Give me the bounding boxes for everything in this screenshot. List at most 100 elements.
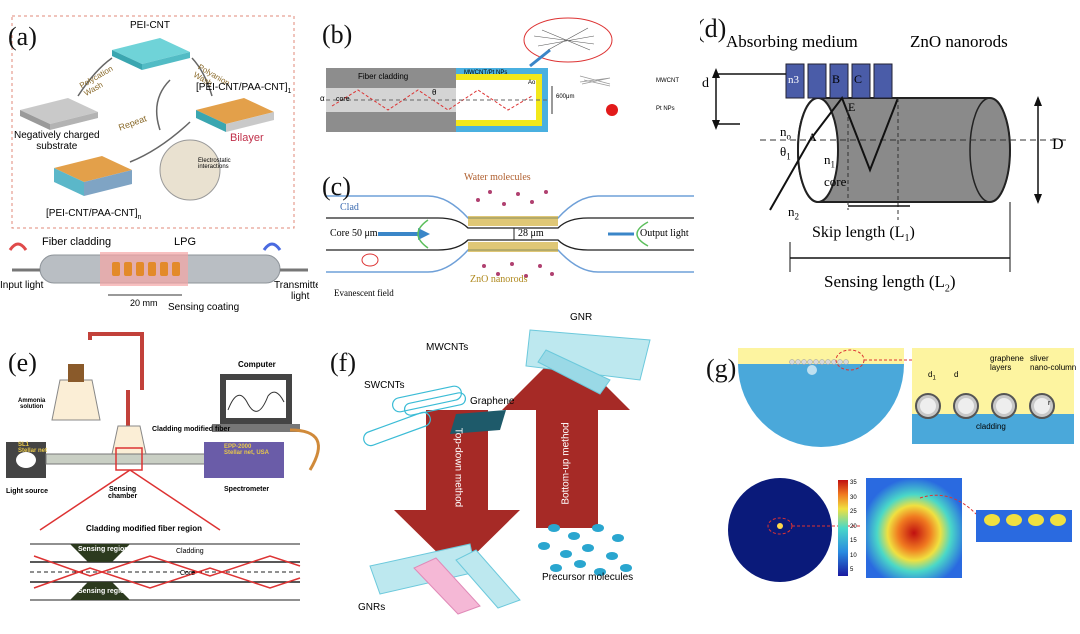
- f-gnr: GNR: [570, 312, 593, 323]
- multilayer-tile: [54, 156, 132, 182]
- fiber-cladding-label: Fiber cladding: [42, 236, 112, 248]
- f-mwcnts: MWCNTs: [426, 342, 469, 353]
- tick-15: 15: [850, 538, 857, 544]
- g-d: d: [954, 370, 959, 379]
- g-r: r: [1048, 400, 1051, 407]
- bottom-up-arrow: [502, 346, 630, 528]
- precursor-molecules: [538, 524, 632, 576]
- e-cladding: Cladding: [176, 548, 204, 555]
- water-molecules: [476, 190, 554, 278]
- c-water: Water molecules: [464, 172, 531, 183]
- swcnt-tube: [363, 411, 431, 447]
- c-clad: Clad: [340, 202, 359, 213]
- tubing: [88, 332, 144, 390]
- c-nanorods: ZnO nanorods: [470, 274, 528, 285]
- d-zno: ZnO nanorods: [910, 32, 1008, 51]
- ammonia-flask: [51, 379, 101, 421]
- panel-c-graphic: [326, 190, 694, 278]
- b-ao: Ao: [528, 80, 536, 86]
- panel-g-label: (g): [706, 354, 737, 383]
- panel-c-label: (c): [322, 172, 351, 201]
- d-point-a: A: [808, 130, 817, 144]
- f-top-down: Top-down method: [452, 427, 464, 508]
- substrate-label: Negatively charged substrate: [14, 130, 100, 152]
- clad-bottom: [326, 249, 694, 273]
- panel-f-graphic: [363, 329, 651, 615]
- d-n3: n3: [788, 74, 799, 86]
- f-precursor: Precursor molecules: [542, 572, 634, 583]
- e-ammonia: Ammonia solution: [18, 398, 46, 410]
- d-core: core: [824, 174, 847, 189]
- b-alpha: α: [320, 94, 325, 103]
- c-output: Output light: [640, 228, 689, 239]
- tick-30: 30: [850, 494, 857, 501]
- b-fiber-cladding: Fiber cladding: [358, 72, 409, 81]
- f-gnrs: GNRs: [358, 602, 386, 613]
- b-legend-pt: Pt NPs: [656, 106, 675, 112]
- d-n0: no: [780, 124, 791, 142]
- d-point-b: B: [832, 72, 841, 86]
- e-region-title: Cladding modified fiber region: [86, 524, 202, 533]
- b-theta: θ: [432, 88, 437, 97]
- e-sensing-region-bottom: Sensing region: [78, 588, 129, 595]
- e-core: Core: [180, 570, 196, 577]
- g-nanocolumns: [789, 359, 849, 365]
- panel-a-label: (a): [8, 22, 37, 51]
- sensing-region-top: [70, 544, 130, 562]
- fiber-line: [45, 453, 217, 465]
- d-point-c: C: [854, 72, 863, 86]
- e-computer: Computer: [238, 360, 276, 369]
- panel-d: (d) Absorbing medium ZnO nanorods d D n3…: [700, 10, 1080, 310]
- e-sensing-region-top: Sensing region: [78, 546, 129, 553]
- c-evanescent: Evanescent field: [334, 288, 394, 298]
- core-top: [326, 217, 694, 229]
- core-bottom: [326, 239, 694, 251]
- d-small-d: d: [702, 76, 709, 91]
- g-cladding: cladding: [976, 422, 1006, 431]
- nanorods-top: [468, 216, 558, 226]
- g-mode-circle: [728, 478, 832, 582]
- gnr-top: [525, 329, 651, 395]
- gnrs-bottom: [369, 543, 521, 615]
- panel-c: (c) Clad Core 50 μm Water molecules 28 μ…: [318, 170, 700, 310]
- pt-np-legend-dot: [606, 104, 618, 116]
- d-n1: n1: [824, 152, 835, 170]
- panel-f-label: (f): [330, 348, 356, 377]
- length-label: 20 mm: [130, 298, 158, 308]
- spectrometer: [204, 442, 284, 478]
- panel-b-graphic: [326, 17, 618, 132]
- transmitted-light-label: Transmitted light: [274, 280, 318, 302]
- b-core: core: [336, 96, 350, 103]
- multilayer-formula: [PEI-CNT/PAA-CNT]n: [46, 208, 142, 221]
- e-light-source: Light source: [6, 488, 49, 495]
- chamber-funnel: [111, 425, 147, 455]
- d-big-d: D: [1052, 136, 1064, 153]
- nanorod-blocks: [785, 63, 893, 99]
- c-core: Core 50 μm: [330, 228, 378, 239]
- mode-profile: [417, 219, 429, 249]
- tick-5: 5: [850, 567, 854, 573]
- graphene-sheet: [450, 410, 506, 434]
- c-gap: 28 μm: [518, 228, 544, 239]
- panel-b-label: (b): [322, 20, 353, 49]
- g-top-layer: [738, 348, 904, 364]
- tick-20: 20: [850, 523, 857, 530]
- e-sl1: SL1 Stellar net: [18, 442, 48, 454]
- panel-b: (b) Fiber cladding MWCNT/Pt NPs core α θ…: [318, 10, 700, 170]
- pei-cnt-label: PEI-CNT: [130, 20, 170, 31]
- mwcnt-tubes: [392, 385, 467, 416]
- lpg-label: LPG: [174, 236, 197, 248]
- g-colorbar-ticks: 35 30 25 20 15 10 5: [850, 476, 857, 578]
- bilayer-label: Bilayer: [230, 132, 264, 144]
- f-graphene: Graphene: [470, 396, 515, 407]
- g-field-hotspots: [984, 514, 1066, 526]
- ray-path: [769, 95, 899, 211]
- panel-a-graphic: [8, 15, 308, 296]
- g-fiber-half: [738, 364, 904, 447]
- d-skip-length: Skip length (L1): [812, 224, 915, 245]
- panel-e: (e) Computer Ammonia solution Cladding m…: [0, 330, 330, 634]
- panel-e-label: (e): [8, 348, 37, 377]
- g-field-map: [866, 478, 962, 578]
- dashed-box: [11, 15, 295, 229]
- bilayer-formula: [PEI-CNT/PAA-CNT]1: [196, 82, 292, 95]
